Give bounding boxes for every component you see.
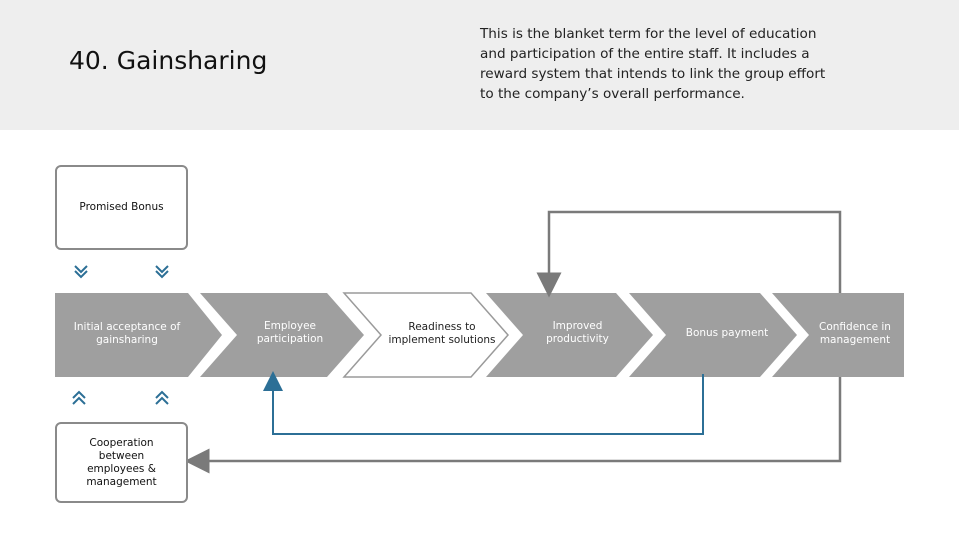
step-2-label: Employee participation xyxy=(256,320,324,345)
step-4-label: Improved productivity xyxy=(546,320,609,345)
cooperation-label: Cooperation between employees & manageme… xyxy=(86,436,157,488)
gray-feedback-arrow-bottom xyxy=(184,377,842,474)
step-2-shape xyxy=(200,293,364,377)
description-text: This is the blanket term for the level o… xyxy=(480,26,826,102)
gray-feedback-arrow-top xyxy=(536,210,842,298)
header-band xyxy=(0,0,959,130)
step-5-label: Bonus payment xyxy=(685,327,769,339)
step-6-label: Confidence in management xyxy=(819,321,891,346)
cooperation-box: Cooperation between employees & manageme… xyxy=(55,422,188,503)
promised-bonus-label: Promised Bonus xyxy=(79,201,164,213)
step-4-shape xyxy=(486,293,653,377)
step-1-shape xyxy=(55,293,222,377)
promised-bonus-box: Promised Bonus xyxy=(55,165,188,250)
step-5-shape xyxy=(629,293,797,377)
step-3-label: Readiness to implement solutions xyxy=(388,321,496,346)
page-title: 40. Gainsharing xyxy=(69,46,268,75)
step-1-label: Initial acceptance of gainsharing xyxy=(73,321,181,346)
step-6-shape xyxy=(772,293,904,377)
blue-feedback-arrow xyxy=(263,371,704,435)
step-3-shape xyxy=(342,292,509,378)
double-chevron-down-icon xyxy=(74,265,169,279)
double-chevron-up-icon xyxy=(72,390,169,405)
